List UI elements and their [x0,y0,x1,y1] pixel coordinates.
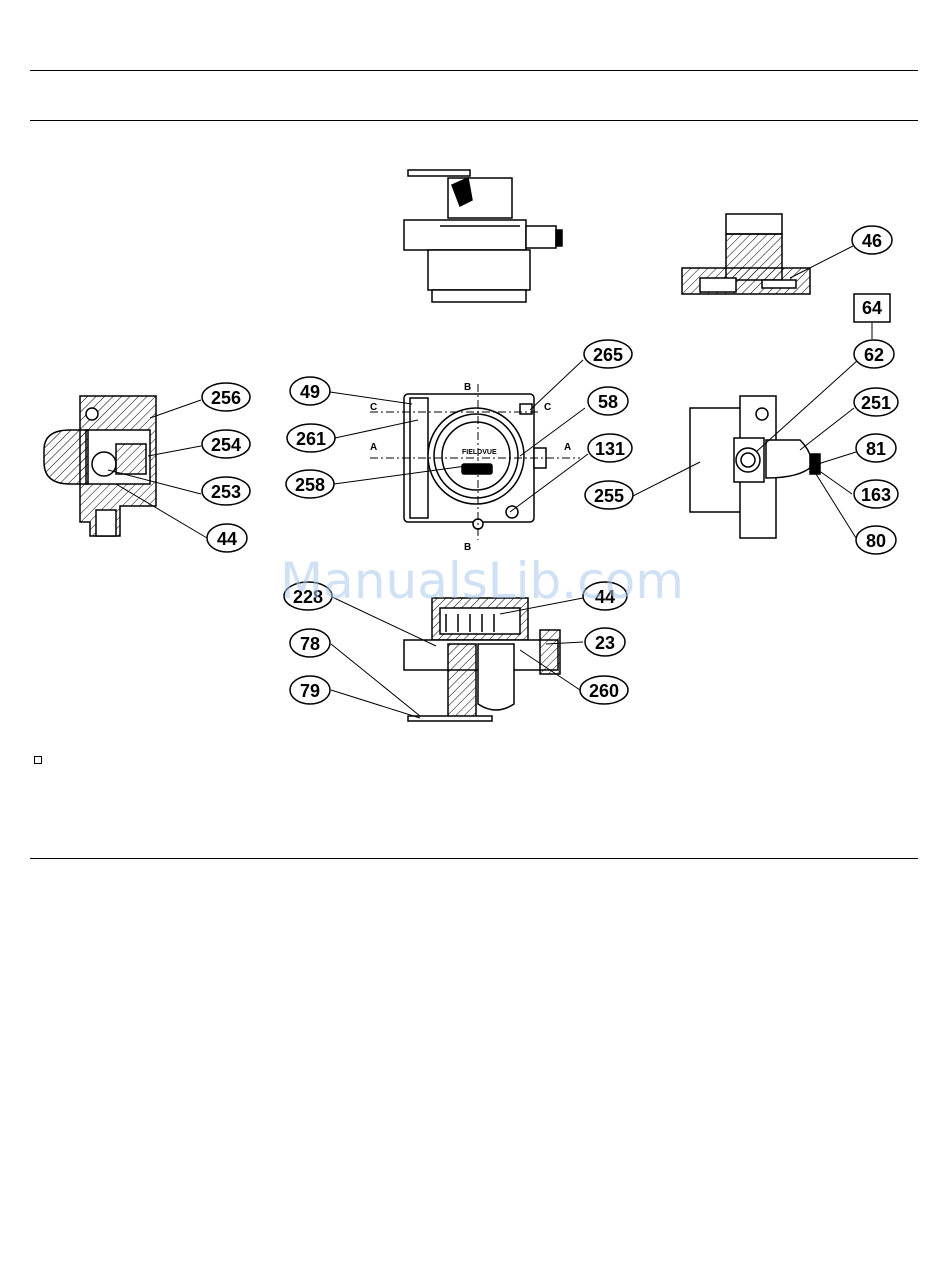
callout-253: 253 [211,482,241,502]
side-view-right [690,396,820,538]
callout-251: 251 [861,393,891,413]
section-mark-b-top: B [464,382,471,393]
callout-265: 265 [593,345,623,365]
section-view-bottom [404,598,560,721]
callout-255: 255 [594,486,624,506]
section-mark-a-right: A [564,442,571,453]
callout-80: 80 [866,531,886,551]
callout-260: 260 [589,681,619,701]
callout-44-left: 44 [217,529,237,549]
section-mark-c-left: C [370,402,377,413]
callout-78: 78 [300,634,320,654]
callout-256: 256 [211,388,241,408]
section-view-left [44,396,156,536]
watermark: ManualsLib.com [280,552,684,610]
callout-49: 49 [300,382,320,402]
callout-46: 46 [862,231,882,251]
callout-79: 79 [300,681,320,701]
callout-261: 261 [296,429,326,449]
callout-62: 62 [864,345,884,365]
callout-254: 254 [211,435,241,455]
callout-163: 163 [861,485,891,505]
callout-131: 131 [595,439,625,459]
section-mark-a-left: A [370,442,377,453]
callout-64: 64 [862,298,882,318]
section-mark-c-right: C [544,402,551,413]
top-view [404,170,562,302]
callout-258: 258 [295,475,325,495]
callout-81: 81 [866,439,886,459]
callout-58: 58 [598,392,618,412]
nameplate-brand: FIELDVUE [462,449,497,456]
section-view-top-right [682,214,810,294]
callout-23: 23 [595,633,615,653]
